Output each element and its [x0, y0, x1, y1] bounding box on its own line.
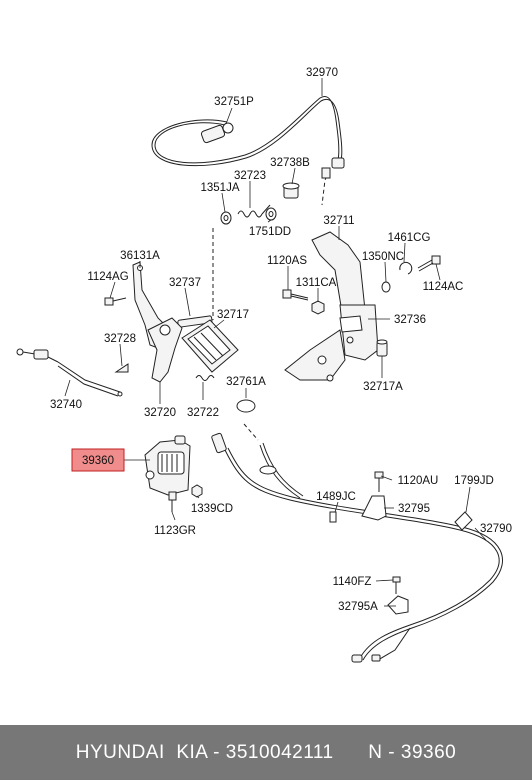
- label-32723: 32723: [234, 170, 266, 182]
- label-36131A: 36131A: [120, 250, 160, 262]
- part-labels: 32970 32751P 32738B 32723 1351JA 1751DD …: [50, 67, 512, 613]
- spring-32722: [195, 375, 215, 381]
- label-32717A: 32717A: [363, 381, 403, 393]
- clip-1489JC: [329, 511, 337, 523]
- parking-brake-39360: [144, 435, 191, 496]
- label-32751P: 32751P: [214, 96, 254, 108]
- label-32740: 32740: [50, 399, 82, 411]
- label-1339CD: 1339CD: [191, 503, 233, 515]
- label-32795A: 32795A: [338, 601, 378, 613]
- label-32737: 32737: [169, 277, 201, 289]
- label-32736: 32736: [394, 314, 426, 326]
- label-1751DD: 1751DD: [249, 226, 291, 238]
- label-1311CA: 1311CA: [296, 277, 337, 289]
- label-1124AC: 1124AC: [423, 281, 464, 293]
- label-1799JD: 1799JD: [454, 475, 494, 487]
- pedal-arm-32720: [147, 317, 183, 383]
- nut-1311CA: [311, 300, 325, 315]
- label-1350NC: 1350NC: [362, 251, 404, 263]
- plug-32761A: [236, 399, 256, 413]
- label-1120AS: 1120AS: [267, 255, 307, 267]
- bolt-1124AC: [417, 255, 441, 272]
- bolt-1123GR: [168, 491, 177, 512]
- cable-32970: [151, 96, 345, 206]
- washer-1351JA: [220, 211, 232, 225]
- footer-part-number: HYUNDAI KIA - 3510042111 N - 39360: [75, 741, 457, 763]
- highlight-box: [71, 448, 125, 472]
- footer-bar: HYUNDAI KIA - 3510042111 N - 39360: [0, 725, 532, 780]
- label-32728: 32728: [104, 333, 136, 345]
- washer-1751DD: [265, 207, 277, 221]
- stopper-32728: [114, 363, 129, 373]
- label-32790: 32790: [480, 523, 512, 535]
- bolt-1120AS: [282, 289, 309, 301]
- pin-32717A: [376, 339, 388, 357]
- bolt-1140FZ: [392, 576, 401, 594]
- bracket-32795A: [387, 595, 409, 615]
- label-1489JC: 1489JC: [316, 491, 356, 503]
- bolt-1120AU: [374, 471, 384, 492]
- cable-32740: [16, 348, 123, 397]
- washer-1350NC: [381, 281, 391, 293]
- label-39360: 39360: [82, 455, 114, 467]
- bolt-1124AG: [104, 297, 127, 306]
- label-32720: 32720: [144, 407, 176, 419]
- pedal-pad-32717: [181, 319, 239, 373]
- nut-1339CD: [191, 484, 203, 498]
- leader-lines: [64, 78, 487, 607]
- label-32738B: 32738B: [270, 157, 310, 169]
- label-1123GR: 1123GR: [154, 525, 196, 537]
- label-32761A: 32761A: [226, 376, 266, 388]
- label-1140FZ: 1140FZ: [333, 576, 372, 588]
- cable-32790: [211, 423, 503, 663]
- label-1461CG: 1461CG: [388, 232, 431, 244]
- label-32717: 32717: [217, 309, 249, 321]
- clip-1461CG: [399, 261, 413, 275]
- bracket-32795: [361, 495, 387, 521]
- label-1124AG: 1124AG: [87, 271, 128, 283]
- clip-1799JD: [454, 511, 473, 531]
- label-32970: 32970: [306, 67, 338, 79]
- label-32711: 32711: [323, 215, 354, 227]
- label-1351JA: 1351JA: [200, 182, 239, 194]
- label-1120AU: 1120AU: [398, 475, 439, 487]
- connector-32751P: [200, 122, 234, 144]
- label-32795: 32795: [398, 503, 430, 515]
- bushing-32738B: [282, 182, 300, 199]
- parts-diagram: 32970 32751P 32738B 32723 1351JA 1751DD …: [16, 67, 512, 663]
- label-32722: 32722: [187, 407, 219, 419]
- spring-32723: [237, 204, 271, 218]
